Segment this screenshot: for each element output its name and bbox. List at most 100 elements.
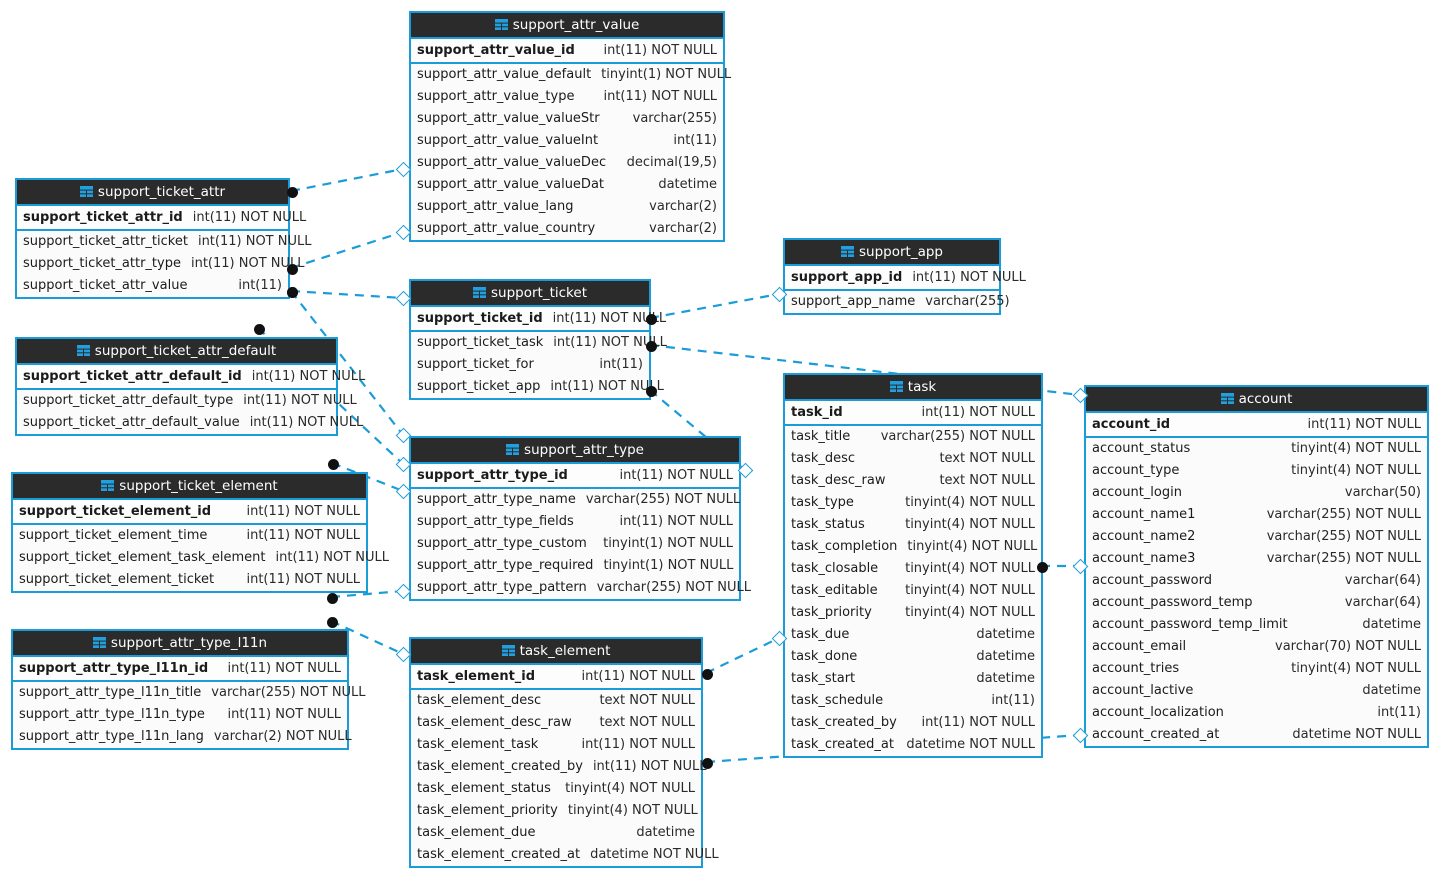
table-header-account[interactable]: account — [1086, 387, 1427, 411]
table-header-support_ticket_attr[interactable]: support_ticket_attr — [17, 180, 288, 204]
table-header-support_attr_type_l11n[interactable]: support_attr_type_l11n — [13, 631, 347, 655]
field-type: int(11) NOT NULL — [1307, 417, 1421, 432]
table-header-support_attr_type[interactable]: support_attr_type — [411, 438, 739, 462]
table-header-support_ticket_attr_default[interactable]: support_ticket_attr_default — [17, 339, 336, 363]
table-header-task[interactable]: task — [785, 375, 1041, 399]
table-header-support_ticket[interactable]: support_ticket — [411, 281, 649, 305]
table-header-task_element[interactable]: task_element — [411, 639, 701, 663]
table-header-support_ticket_element[interactable]: support_ticket_element — [13, 474, 366, 498]
table-header-support_attr_value[interactable]: support_attr_value — [411, 13, 723, 37]
field-name: support_app_name — [791, 294, 916, 309]
table-header-support_app[interactable]: support_app — [785, 240, 999, 264]
